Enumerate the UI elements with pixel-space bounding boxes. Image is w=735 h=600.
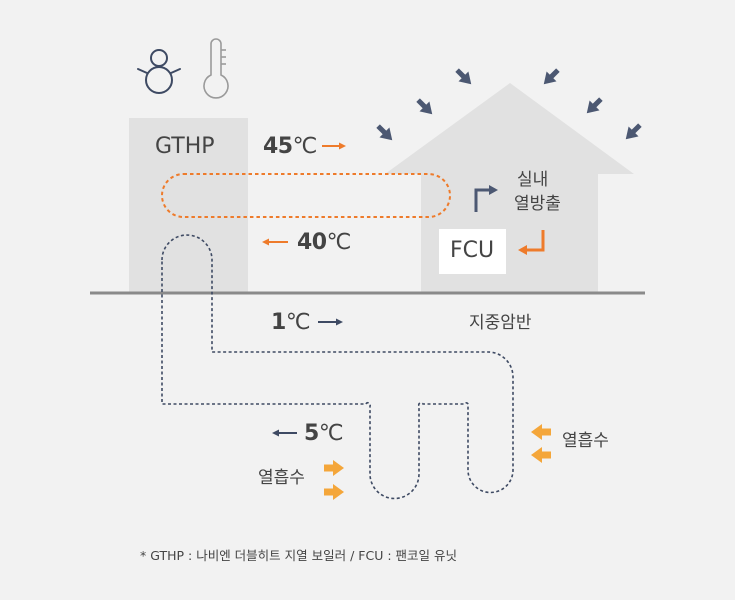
temp-ground-in: 5℃: [304, 421, 344, 446]
fcu-box: [439, 229, 506, 274]
heat-absorb-right-label: 열흡수: [562, 431, 609, 451]
gthp-unit-building: [129, 118, 248, 294]
house-building: [385, 83, 634, 294]
indoor-label-line1: 실내: [517, 170, 549, 190]
temp-return: 40℃: [297, 232, 351, 254]
heat-arrow-icon: [531, 424, 551, 440]
temp-supply: 45℃: [263, 136, 317, 158]
flow-arrow-icon: [318, 318, 343, 326]
sun-ray-arrow-icon: [455, 68, 472, 85]
temp-ground-out: 1℃: [271, 310, 311, 335]
snowman-icon: [137, 49, 181, 94]
sun-ray-arrow-icon: [376, 124, 393, 141]
footnote: * GTHP : 나비엔 더블히트 지열 보일러 / FCU : 팬코일 유닛: [140, 548, 457, 563]
temp-unit: ℃: [292, 134, 318, 159]
indoor-label-line2: 열방출: [514, 194, 561, 214]
heat-arrow-icon: [324, 460, 344, 476]
temp-unit: ℃: [318, 421, 344, 446]
flow-arrow-icon: [272, 429, 297, 437]
indoor-out-arrow-icon: [474, 185, 498, 212]
temp-supply-value: 45: [263, 134, 293, 159]
sun-ray-arrow-icon: [416, 98, 433, 115]
thermometer-icon: [203, 38, 229, 99]
temp-return-value: 40: [297, 230, 327, 255]
flow-arrow-icon: [322, 142, 346, 150]
temp-ground-in-value: 5: [304, 421, 319, 446]
heat-absorb-left-label: 열흡수: [258, 468, 305, 488]
ground-label: 지중암반: [469, 313, 532, 333]
sun-ray-arrow-icon: [543, 68, 560, 85]
sun-ray-arrow-icon: [586, 97, 603, 114]
fcu-in-arrow-icon: [518, 230, 545, 255]
fcu-label: FCU: [450, 238, 495, 263]
gthp-label: GTHP: [155, 134, 215, 159]
temp-unit: ℃: [285, 310, 311, 335]
heat-arrow-icon: [531, 447, 551, 463]
sun-ray-arrow-icon: [625, 123, 642, 140]
heat-arrow-icon: [324, 484, 344, 500]
temp-unit: ℃: [326, 230, 352, 255]
flow-arrow-icon: [262, 238, 288, 246]
ground-loop: [161, 234, 514, 500]
sun-ray-arrows: [376, 68, 642, 141]
temp-ground-out-value: 1: [271, 310, 286, 335]
